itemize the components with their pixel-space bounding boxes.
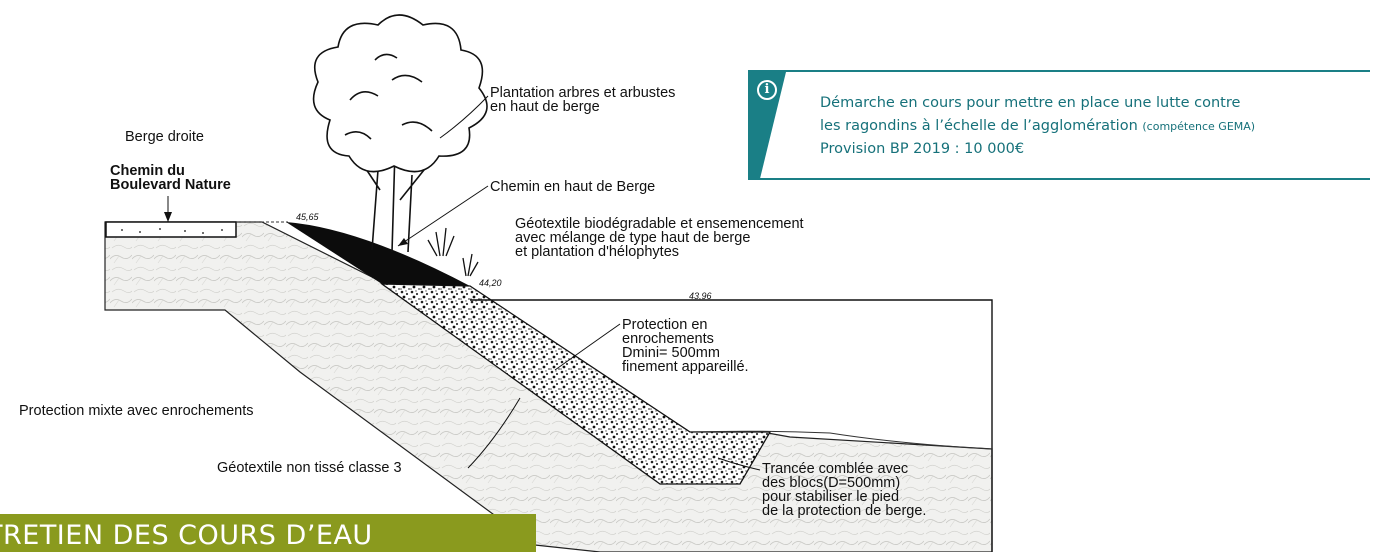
elevation-berm: 44,20 — [479, 278, 502, 288]
info-line-2-main: les ragondins à l’échelle de l’aggloméra… — [820, 118, 1138, 134]
top-path-mound — [286, 222, 470, 286]
water-line — [470, 299, 993, 552]
section-banner: TRETIEN DES COURS D’EAU — [0, 514, 536, 552]
label-line: Trancée comblée avec — [762, 461, 909, 477]
section-banner-title: TRETIEN DES COURS D’EAU — [0, 520, 373, 551]
label-line: avec mélange de type haut de berge — [515, 230, 751, 246]
elevation-top-left: 45,65 — [296, 212, 319, 222]
leader-plantation — [439, 95, 489, 139]
elevation-water: 43,96 — [689, 291, 712, 301]
label-line: Géotextile biodégradable et ensemencemen… — [515, 216, 804, 232]
label-line: Dmini= 500mm — [622, 345, 720, 361]
info-line-3: Provision BP 2019 : 10 000€ — [820, 141, 1025, 157]
label-line: de la protection de berge. — [762, 503, 927, 519]
label-chemin-boulevard: Chemin du Boulevard Nature — [110, 163, 231, 193]
label-line: et plantation d'hélophytes — [515, 244, 680, 260]
riprap-layer — [379, 283, 772, 485]
label-geotextile-non-tisse: Géotextile non tissé classe 3 — [217, 460, 402, 476]
info-line-1: Démarche en cours pour mettre en place u… — [820, 95, 1241, 111]
label-line: Chemin du — [110, 163, 185, 179]
leader-geotextile — [467, 397, 521, 469]
label-geotextile-bio: Géotextile biodégradable et ensemencemen… — [515, 216, 804, 260]
label-plantation: Plantation arbres et arbustes en haut de… — [490, 85, 676, 115]
label-line: enrochements — [622, 331, 714, 347]
shrub-drawing — [427, 227, 479, 277]
boulevard-path-block — [105, 221, 237, 238]
info-text: Démarche en cours pour mettre en place u… — [820, 92, 1255, 161]
label-line: Protection en — [622, 317, 708, 333]
label-line: finement appareillé. — [622, 359, 749, 375]
label-line: Plantation arbres et arbustes — [490, 85, 676, 101]
tree-drawing — [312, 14, 488, 253]
label-line: Boulevard Nature — [110, 177, 231, 193]
label-line: des blocs(D=500mm) — [762, 475, 901, 491]
label-chemin-haut: Chemin en haut de Berge — [490, 179, 656, 195]
leader-chemin-haut — [397, 185, 489, 247]
leader-trancee — [717, 457, 761, 471]
label-trancee: Trancée comblée avec des blocs(D=500mm) … — [762, 461, 927, 519]
info-line-2: les ragondins à l’échelle de l’aggloméra… — [820, 115, 1255, 138]
info-line-2-note: (compétence GEMA) — [1142, 120, 1256, 133]
info-callout: i Démarche en cours pour mettre en place… — [748, 70, 1370, 180]
label-protection-mixte: Protection mixte avec enrochements — [19, 403, 254, 419]
label-line: en haut de berge — [490, 99, 600, 115]
label-line: pour stabiliser le pied — [762, 489, 900, 505]
info-icon: i — [757, 80, 777, 100]
leader-protection — [554, 323, 621, 371]
label-protection-enrochements: Protection en enrochements Dmini= 500mm … — [622, 317, 749, 375]
label-berge-droite: Berge droite — [125, 129, 204, 145]
